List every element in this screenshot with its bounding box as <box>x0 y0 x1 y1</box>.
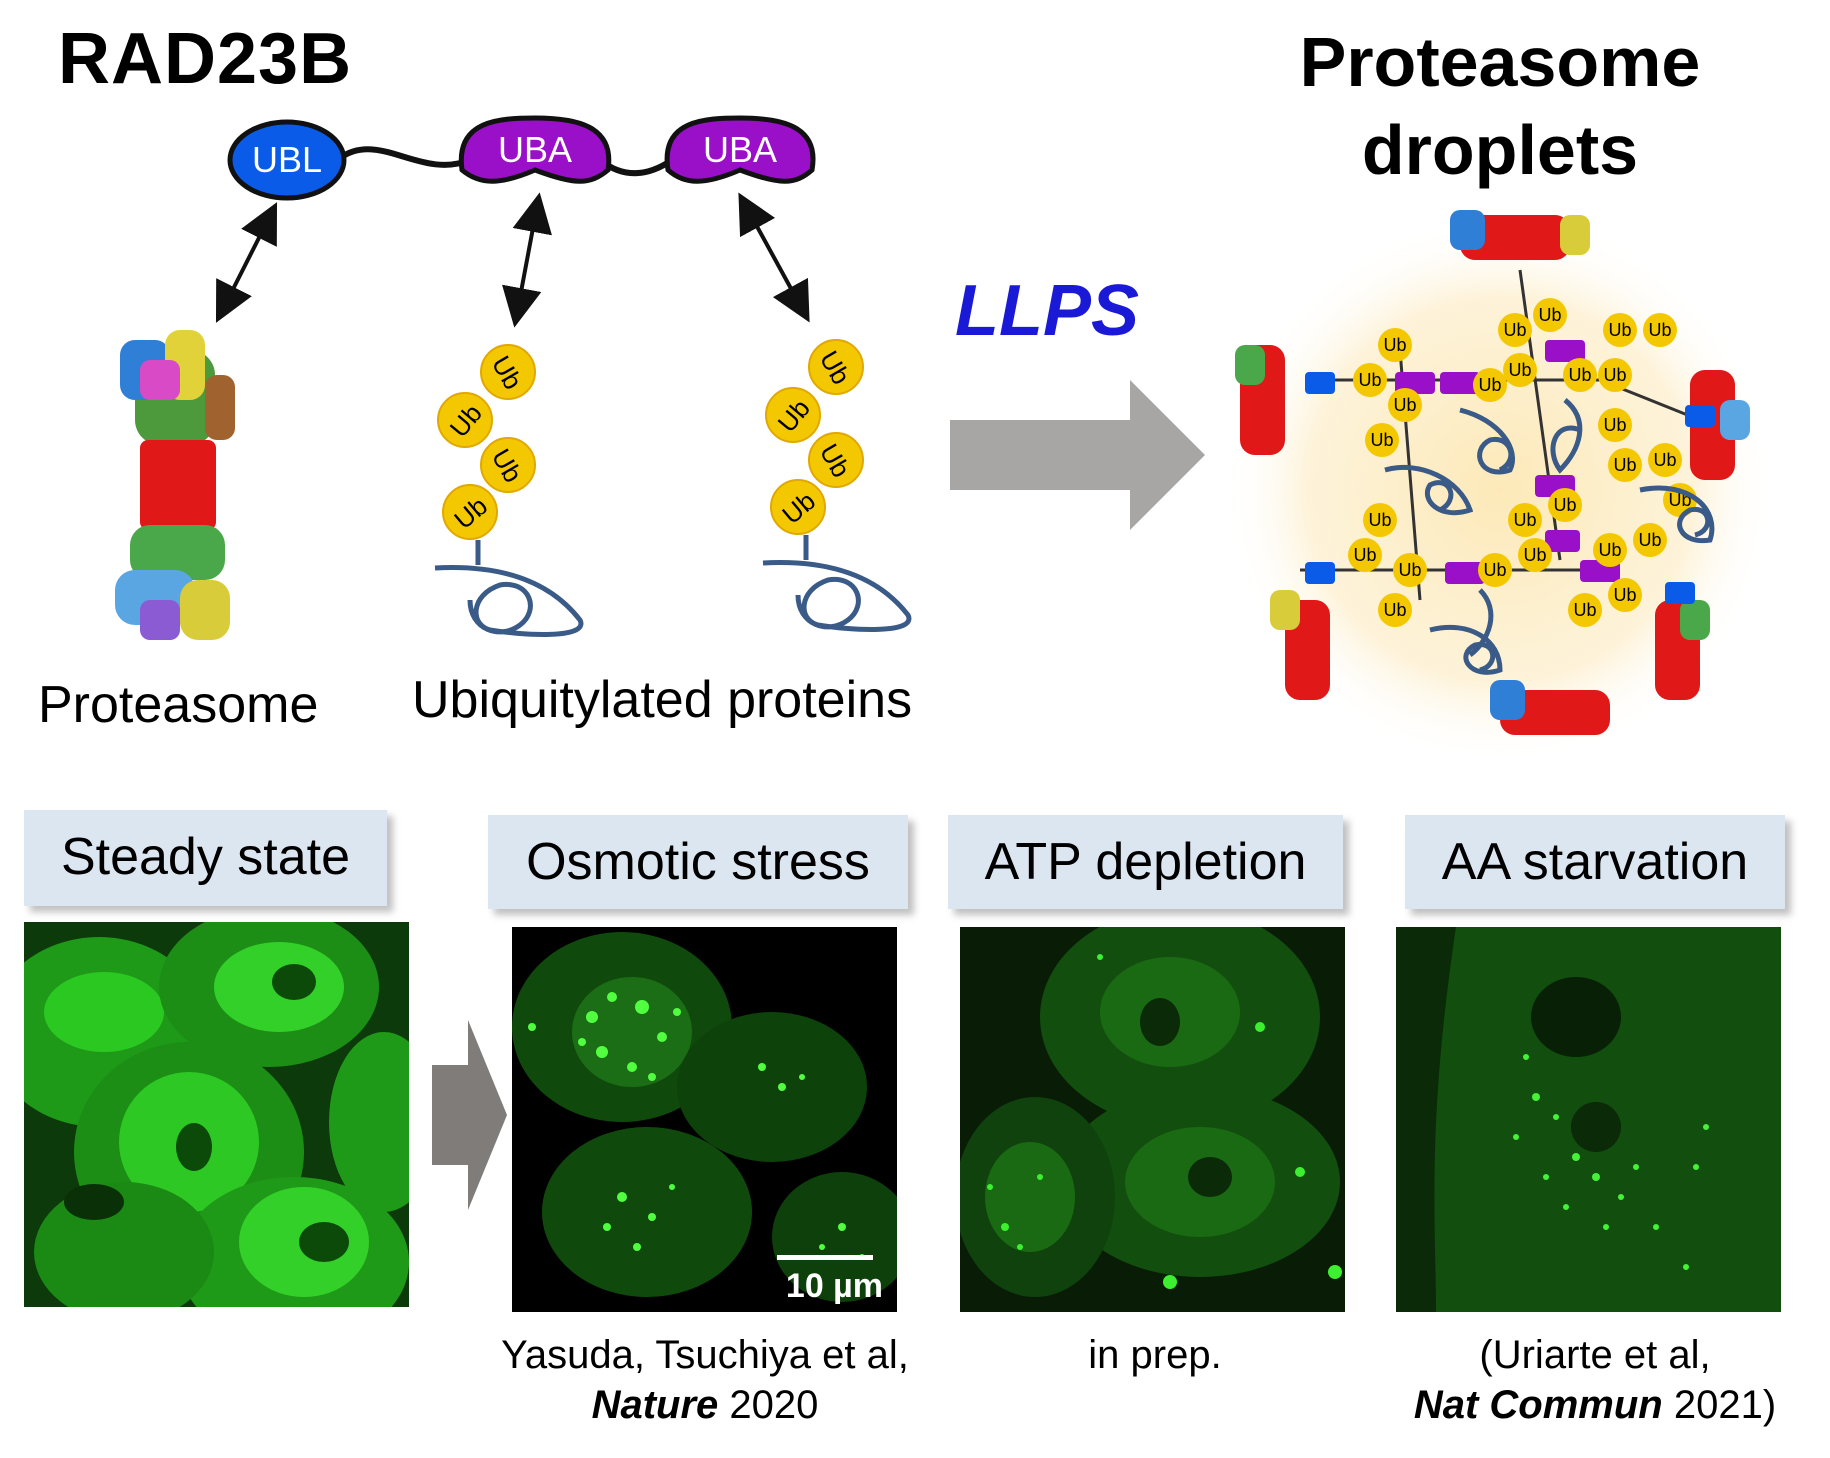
svg-text:Ub: Ub <box>1370 430 1393 450</box>
citation-osmotic-year: 2020 <box>718 1383 819 1427</box>
citation-osmotic-journal: Nature <box>591 1383 719 1427</box>
citation-atp: in prep. <box>1088 1333 1222 1377</box>
svg-text:Ub: Ub <box>1553 495 1576 515</box>
citation-aa: (Uriarte et al, Nat Commun 2021) <box>1385 1330 1805 1430</box>
citation-osmotic: Yasuda, Tsuchiya et al, Nature 2020 <box>460 1330 950 1430</box>
header-aa-starvation: AA starvation <box>1405 815 1785 909</box>
svg-text:Ub: Ub <box>1383 600 1406 620</box>
citation-osmotic-journal-line: Nature 2020 <box>460 1380 950 1430</box>
svg-text:Ub: Ub <box>1368 510 1391 530</box>
svg-text:Ub: Ub <box>1638 530 1661 550</box>
header-osmotic-stress: Osmotic stress <box>488 815 908 909</box>
svg-text:Ub: Ub <box>1568 365 1591 385</box>
header-steady-state: Steady state <box>24 810 387 906</box>
svg-text:Ub: Ub <box>1478 375 1501 395</box>
rad23b-title: RAD23B <box>58 19 353 99</box>
arrow-uba2-ub <box>738 192 810 323</box>
uba-domain-2: UBA <box>664 115 816 184</box>
svg-text:Ub: Ub <box>1613 585 1636 605</box>
micrograph-steady-state <box>24 922 409 1307</box>
scale-bar-label: 10 µm <box>785 1267 883 1305</box>
proteasome-droplet: Ub Ub Ub Ub Ub Ub Ub Ub Ub Ub Ub Ub Ub U… <box>1225 210 1775 765</box>
svg-text:Ub: Ub <box>1598 540 1621 560</box>
citation-osmotic-authors: Yasuda, Tsuchiya et al, <box>501 1333 909 1377</box>
droplets-title-line1: Proteasome <box>1299 23 1701 101</box>
citation-aa-journal: Nat Commun <box>1413 1383 1663 1427</box>
svg-text:Ub: Ub <box>1608 320 1631 340</box>
substrate-left <box>434 540 584 637</box>
citation-aa-authors: (Uriarte et al, <box>1479 1333 1711 1377</box>
svg-text:Ub: Ub <box>1383 335 1406 355</box>
svg-text:Ub: Ub <box>1483 560 1506 580</box>
ubiquitylated-proteins-label: Ubiquitylated proteins <box>412 671 913 729</box>
svg-text:Ub: Ub <box>1613 455 1636 475</box>
llps-label: LLPS <box>955 271 1140 351</box>
llps-arrow <box>950 380 1205 530</box>
proteasome-structure <box>115 330 235 640</box>
citation-aa-journal-line: Nat Commun 2021) <box>1385 1380 1805 1430</box>
top-diagram: UBL UBA UBA Ub Ub Ub Ub <box>115 115 1775 765</box>
proteasome-label: Proteasome <box>38 676 319 734</box>
svg-text:Ub: Ub <box>1503 320 1526 340</box>
svg-text:Ub: Ub <box>1393 395 1416 415</box>
citation-aa-year: 2021) <box>1662 1383 1777 1427</box>
arrow-uba1-ub <box>502 192 552 328</box>
substrate-right <box>762 535 912 632</box>
micrograph-osmotic-stress: 10 µm <box>512 927 897 1312</box>
svg-text:Ub: Ub <box>1603 415 1626 435</box>
condition-arrow <box>432 1020 507 1210</box>
droplets-title: Proteasome droplets <box>1240 18 1760 194</box>
uba-label-1: UBA <box>498 129 572 170</box>
svg-text:Ub: Ub <box>1353 545 1376 565</box>
svg-text:Ub: Ub <box>1538 305 1561 325</box>
svg-text:Ub: Ub <box>1513 510 1536 530</box>
svg-text:Ub: Ub <box>1648 320 1671 340</box>
micrograph-aa-starvation <box>1396 927 1781 1312</box>
svg-text:Ub: Ub <box>1603 365 1626 385</box>
scale-bar-line <box>777 1255 873 1260</box>
ub-chain: Ub Ub Ub Ub <box>437 344 536 540</box>
svg-text:Ub: Ub <box>1508 360 1531 380</box>
uba-label-2: UBA <box>703 129 777 170</box>
micrograph-atp-depletion <box>960 927 1345 1312</box>
header-atp-depletion: ATP depletion <box>948 815 1343 909</box>
arrow-ubl-proteasome <box>215 202 278 323</box>
ub-chain-left: Ub Ub Ub Ub <box>434 344 584 637</box>
svg-text:Ub: Ub <box>1398 560 1421 580</box>
svg-text:Ub: Ub <box>1653 450 1676 470</box>
svg-text:Ub: Ub <box>1573 600 1596 620</box>
svg-text:Ub: Ub <box>1523 545 1546 565</box>
droplets-title-line2: droplets <box>1361 111 1639 189</box>
ub-chain-right: Ub Ub Ub Ub <box>762 339 912 632</box>
ubl-domain: UBL <box>227 119 347 201</box>
svg-text:Ub: Ub <box>1358 370 1381 390</box>
uba-domain-1: UBA <box>458 115 612 184</box>
ubl-label: UBL <box>252 139 322 180</box>
